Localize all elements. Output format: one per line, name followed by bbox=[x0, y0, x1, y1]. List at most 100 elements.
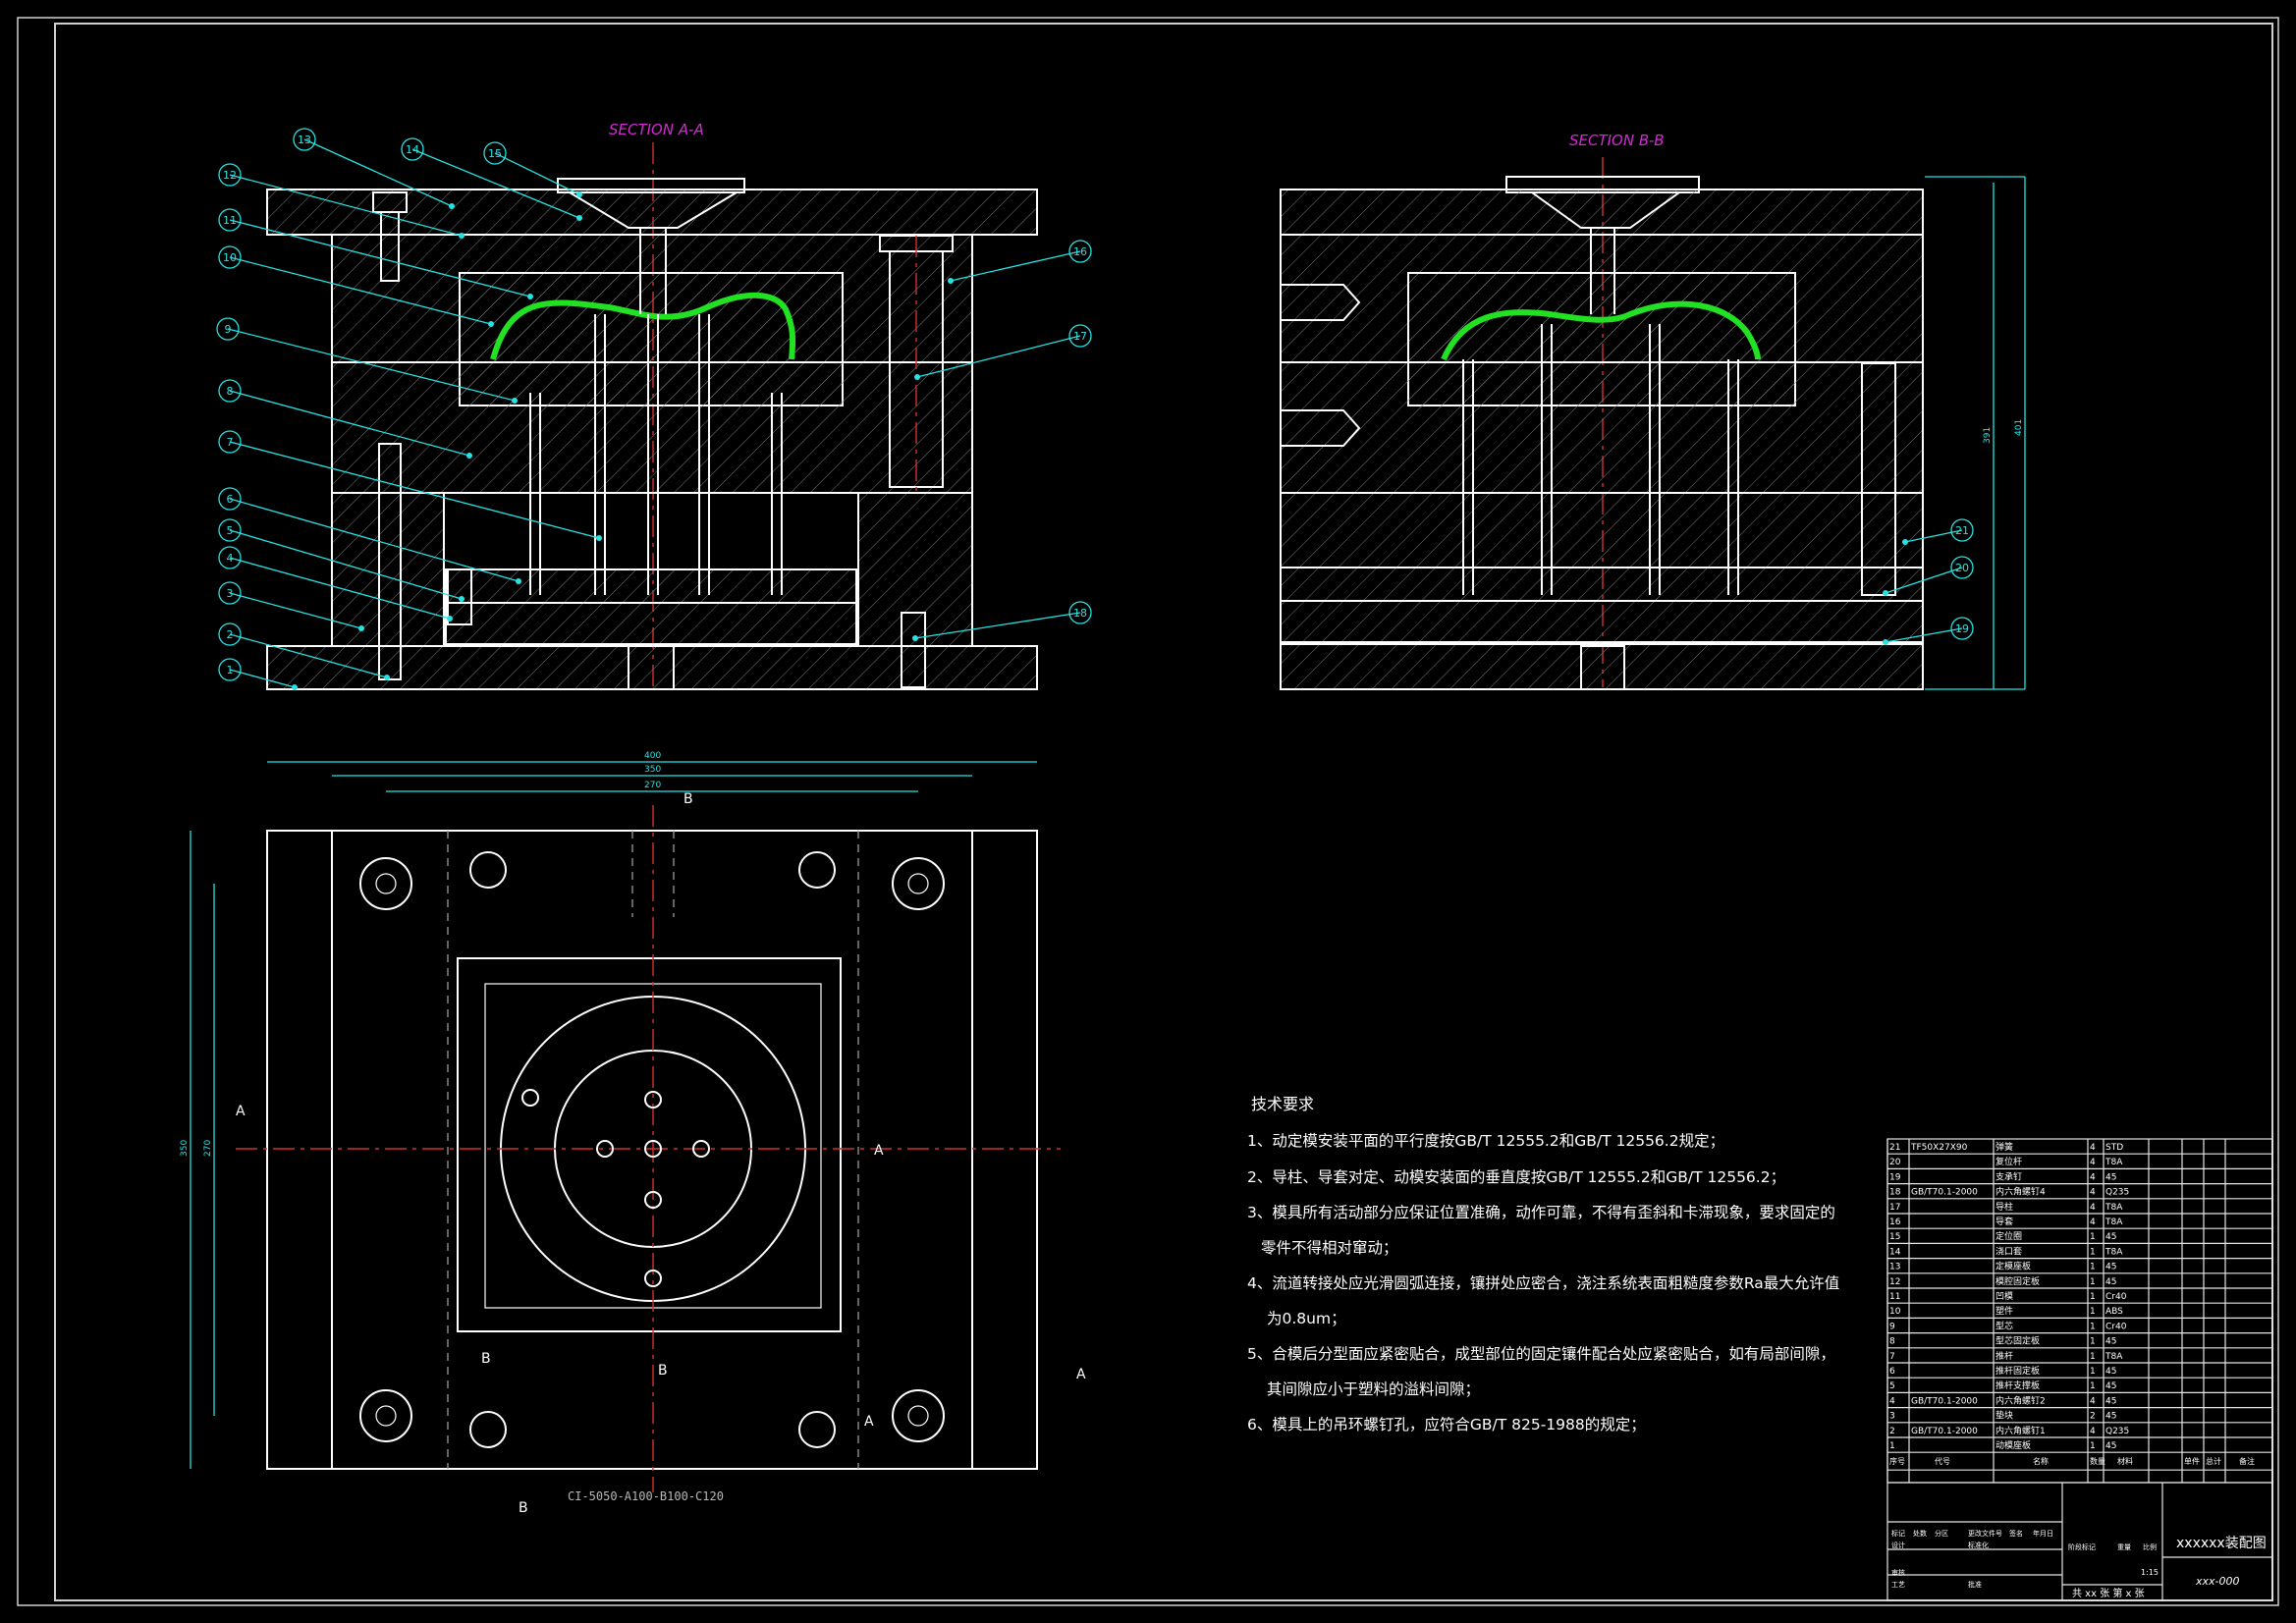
bom-cell: T8A bbox=[2105, 1203, 2123, 1213]
section-aa-balloon: 12 bbox=[218, 163, 465, 239]
section-aa-view: SECTION A-A bbox=[266, 121, 1038, 690]
bom-header: 数量 bbox=[2090, 1456, 2105, 1466]
section-bb-balloon: 19 bbox=[1883, 617, 1974, 645]
bom-cell: 内六角螺钉1 bbox=[1995, 1425, 2046, 1436]
section-aa-balloon: 3 bbox=[218, 581, 364, 631]
section-aa-balloon: 2 bbox=[218, 622, 390, 680]
bom-cell: 12 bbox=[1889, 1277, 1900, 1287]
bom-cell: 45 bbox=[2105, 1381, 2116, 1391]
bom-cell: 18 bbox=[1889, 1188, 1901, 1198]
cut-letter-b-bottom: B bbox=[519, 1500, 528, 1516]
balloon-label: 4 bbox=[227, 552, 234, 565]
bom-cell: 浇口套 bbox=[1995, 1245, 2022, 1257]
balloon-label: 13 bbox=[298, 134, 311, 146]
bom-cell: ABS bbox=[2105, 1307, 2123, 1317]
bom-cell: 17 bbox=[1889, 1203, 1900, 1213]
bom-cell: 动模座板 bbox=[1995, 1439, 2031, 1451]
tech-line-4: 零件不得相对窜动； bbox=[1261, 1239, 1398, 1257]
tech-line-3: 3、模具所有活动部分应保证位置准确，动作可靠，不得有歪斜和卡滞现象，要求固定的 bbox=[1247, 1203, 1835, 1221]
technical-requirements: 技术要求 1、动定模安装平面的平行度按GB/T 12555.2和GB/T 125… bbox=[1247, 1095, 1839, 1434]
section-aa-title: SECTION A-A bbox=[609, 121, 704, 138]
bom-cell: 45 bbox=[2105, 1277, 2116, 1287]
bom-cell: 20 bbox=[1889, 1158, 1901, 1167]
bom-cell: 定位圈 bbox=[1995, 1230, 2022, 1242]
bom-cell: 凹模 bbox=[1995, 1291, 2013, 1302]
bom-cell: 4 bbox=[2090, 1217, 2096, 1227]
balloon-label: 1 bbox=[227, 664, 234, 676]
bom-cell: 弹簧 bbox=[1995, 1141, 2013, 1153]
balloon-label: 12 bbox=[223, 169, 237, 182]
bom-cell: 4 bbox=[2090, 1172, 2096, 1182]
dim-width-outer: 400 bbox=[644, 751, 661, 761]
bom-cell: GB/T70.1-2000 bbox=[1911, 1188, 1978, 1198]
tech-line-8: 其间隙应小于塑料的溢料间隙； bbox=[1267, 1380, 1480, 1398]
tech-line-7: 5、合模后分型面应紧密贴合，成型部位的固定镶件配合处应紧密贴合，如有局部间隙， bbox=[1247, 1344, 1835, 1363]
balloon-label: 5 bbox=[227, 524, 234, 537]
bom-cell: 4 bbox=[2090, 1158, 2096, 1167]
bom-cell: 45 bbox=[2105, 1412, 2116, 1422]
bom-cell: 垫块 bbox=[1995, 1410, 2013, 1422]
bom-cell: 19 bbox=[1889, 1172, 1901, 1182]
bom-header: 总计 bbox=[2206, 1456, 2221, 1466]
plan-view: 400 350 270 350 270 A A A A B B B B CI-5… bbox=[180, 751, 1086, 1516]
tb-label-1: 标记 bbox=[1891, 1529, 1905, 1538]
balloon-label: 18 bbox=[1073, 607, 1087, 620]
tb-label-13: 工艺 bbox=[1891, 1581, 1905, 1589]
bom-cell: 13 bbox=[1889, 1263, 1900, 1272]
section-aa-balloon: 11 bbox=[218, 208, 533, 299]
dim-height-inner: 270 bbox=[203, 1140, 213, 1157]
dim-total-height: 401 bbox=[2014, 419, 2024, 436]
bom-cell: 导套 bbox=[1995, 1216, 2013, 1227]
tb-label-9: 阶段标记 bbox=[2068, 1542, 2096, 1551]
section-bb-view: SECTION B-B 401 391 bbox=[1280, 132, 2026, 690]
bom-cell: 4 bbox=[2090, 1203, 2096, 1213]
cut-letter-a-mid: A bbox=[874, 1143, 884, 1159]
balloon-label: 6 bbox=[227, 493, 234, 506]
bom-cell: 型芯 bbox=[1995, 1320, 2013, 1331]
tb-label-6: 年月日 bbox=[2033, 1529, 2053, 1538]
bom-cell: 1 bbox=[2090, 1322, 2096, 1331]
bom-cell: 45 bbox=[2105, 1337, 2116, 1347]
tech-title: 技术要求 bbox=[1251, 1095, 1314, 1113]
drawing-title: xxxxxx装配图 bbox=[2176, 1536, 2267, 1551]
bom-cell: 1 bbox=[2090, 1247, 2096, 1257]
dim-width-mid: 350 bbox=[644, 765, 661, 775]
bom-header: 代号 bbox=[1935, 1456, 1950, 1466]
bom-header: 备注 bbox=[2239, 1456, 2255, 1466]
tb-label-4: 更改文件号 bbox=[1968, 1529, 2002, 1538]
bom-cell: 1 bbox=[2090, 1232, 2096, 1242]
bom-cell: 1 bbox=[2090, 1263, 2096, 1272]
cut-letter-a-left: A bbox=[236, 1104, 246, 1119]
bom-cell: 2 bbox=[2090, 1412, 2096, 1422]
drawing-sheets: 共 xx 张 第 x 张 bbox=[2072, 1587, 2145, 1599]
bom-cell: 1 bbox=[2090, 1277, 2096, 1287]
sheet-outer-border bbox=[17, 17, 2279, 1606]
balloon-label: 17 bbox=[1073, 330, 1087, 343]
section-aa-balloon: 7 bbox=[218, 430, 602, 541]
section-aa-balloon: 8 bbox=[218, 379, 472, 459]
bom-cell: 4 bbox=[2090, 1188, 2096, 1198]
bom-cell: STD bbox=[2105, 1143, 2123, 1153]
tb-label-11: 比例 bbox=[2143, 1542, 2157, 1551]
plan-view-label: CI-5050-A100-B100-C120 bbox=[568, 1489, 724, 1503]
balloon-label: 11 bbox=[223, 214, 237, 227]
section-aa-balloon: 14 bbox=[401, 137, 582, 221]
bom-cell: T8A bbox=[2105, 1217, 2123, 1227]
bom-cell: 5 bbox=[1889, 1381, 1895, 1391]
bom-cell: 型芯固定板 bbox=[1995, 1335, 2040, 1347]
balloon-label: 20 bbox=[1955, 562, 1969, 574]
cut-letter-b-mid1: B bbox=[481, 1351, 491, 1367]
bom-cell: 导柱 bbox=[1995, 1201, 2013, 1213]
bom-cell: 15 bbox=[1889, 1232, 1900, 1242]
bom-cell: 21 bbox=[1889, 1143, 1900, 1153]
bom-cell: 6 bbox=[1889, 1367, 1895, 1377]
balloon-label: 9 bbox=[225, 323, 232, 336]
tech-line-5: 4、流道转接处应光滑圆弧连接，镶拼处应密合，浇注系统表面粗糙度参数Ra最大允许值 bbox=[1247, 1273, 1839, 1292]
balloon-label: 14 bbox=[406, 143, 419, 156]
bom-cell: Q235 bbox=[2105, 1427, 2129, 1436]
bom-cell: 2 bbox=[1889, 1427, 1895, 1436]
drawing-scale: 1:15 bbox=[2141, 1568, 2159, 1577]
section-aa-balloon: 17 bbox=[914, 324, 1092, 380]
bom-cell: 3 bbox=[1889, 1412, 1895, 1422]
